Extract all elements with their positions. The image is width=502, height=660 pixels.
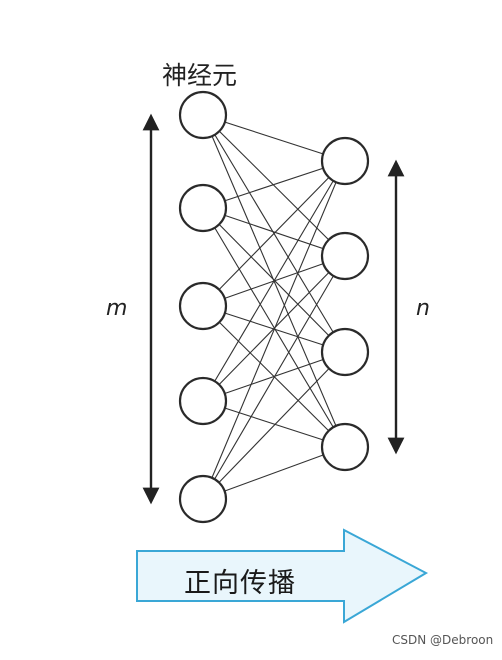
input-neuron-1 (178, 90, 228, 140)
connection-5-2 (202, 255, 346, 500)
input-neuron-4 (178, 376, 228, 426)
forward-propagation-arrow (136, 528, 429, 624)
connection-2-4 (202, 207, 346, 448)
connection-1-2 (202, 114, 346, 257)
output-neuron-3 (320, 327, 370, 377)
input-neuron-2 (178, 183, 228, 233)
n-dimension-label: n (416, 296, 430, 321)
connection-5-4 (202, 446, 346, 500)
connection-5-3 (202, 351, 346, 500)
output-neuron-1 (320, 136, 370, 186)
connections (202, 114, 346, 500)
output-neuron-4 (320, 422, 370, 472)
input-neuron-5 (178, 474, 228, 524)
connection-2-1 (202, 160, 346, 209)
connection-5-1 (202, 160, 346, 500)
connection-1-1 (202, 114, 346, 162)
connection-3-1 (202, 160, 346, 307)
connection-4-2 (202, 255, 346, 402)
connection-2-2 (202, 207, 346, 257)
connection-4-1 (202, 160, 346, 402)
output-neuron-2 (320, 231, 370, 281)
neuron-label: 神经元 (162, 61, 238, 90)
watermark: CSDN @Debroon (392, 633, 494, 647)
m-dimension-label: m (106, 296, 128, 321)
forward-propagation-label: 正向传播 (184, 568, 296, 599)
neurons (178, 90, 370, 524)
input-neuron-3 (178, 281, 228, 331)
connection-4-4 (202, 400, 346, 448)
